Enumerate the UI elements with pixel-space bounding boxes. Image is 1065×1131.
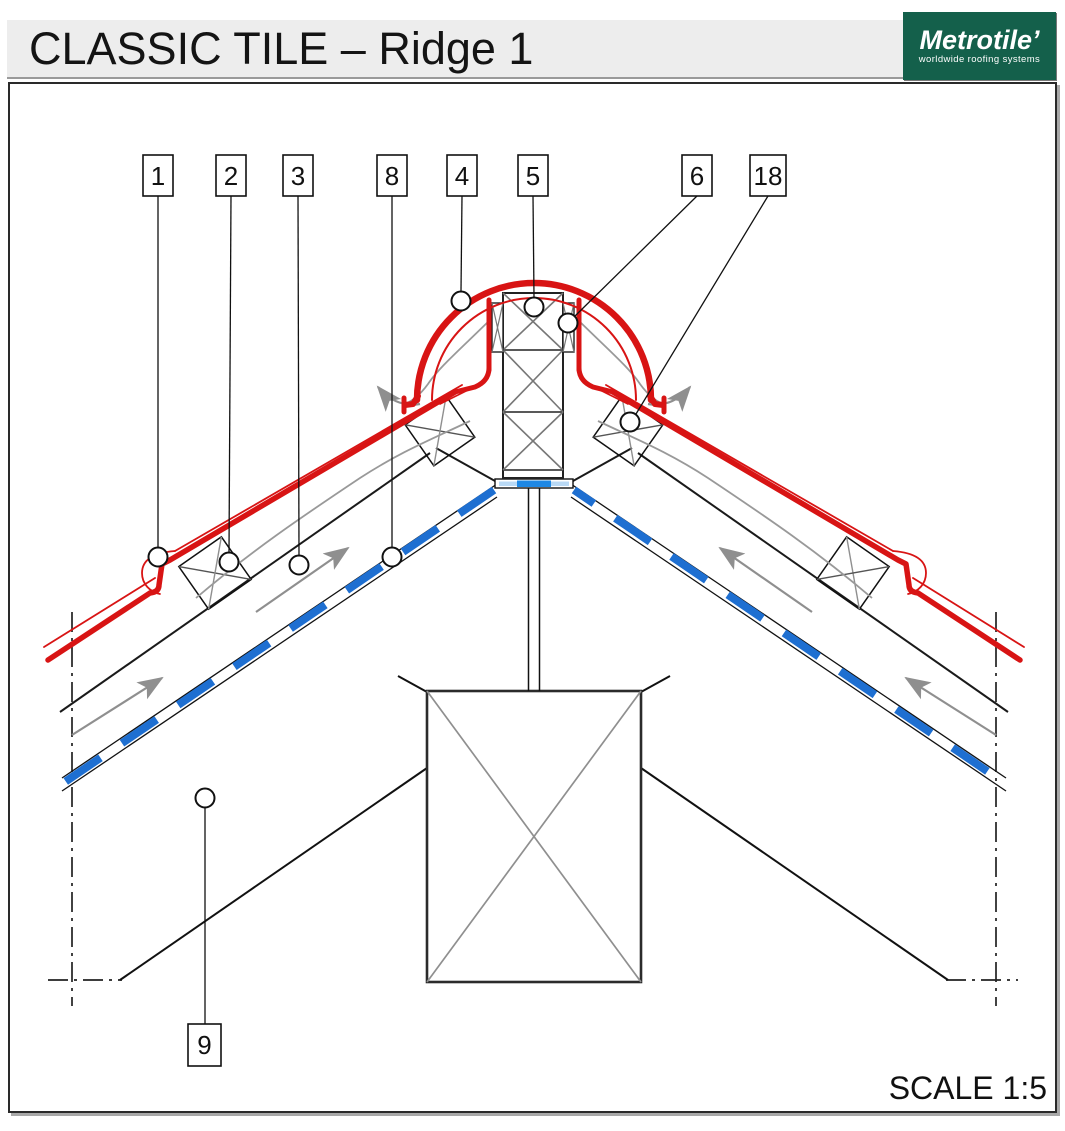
callout-18-label: 18 <box>754 161 783 191</box>
marker-18 <box>619 411 641 433</box>
scale-label: SCALE 1:5 <box>888 1070 1047 1106</box>
logo-wordmark: Metrotile <box>919 25 1032 55</box>
marker-3 <box>288 554 310 576</box>
counter-batten-lines <box>59 447 1009 713</box>
callout-boxes: 1 2 3 8 4 5 6 <box>142 154 787 1067</box>
callout-leaders <box>157 195 769 1024</box>
cap-skirt-inner-left <box>439 371 488 405</box>
marker-1 <box>147 546 169 568</box>
batten-right-mid <box>815 535 891 611</box>
callout-4-label: 4 <box>455 161 469 191</box>
membrane-right <box>571 486 1009 788</box>
callout-markers <box>147 290 641 809</box>
vent-drape-right <box>597 420 873 599</box>
ridge-strap <box>527 488 541 691</box>
sarking-end-left <box>435 447 496 482</box>
callout-2: 2 <box>215 154 247 197</box>
header-bar: CLASSIC TILE – Ridge 1 <box>7 20 903 79</box>
page-title: CLASSIC TILE – Ridge 1 <box>29 22 534 74</box>
beam-hatch <box>426 690 642 983</box>
callout-6: 6 <box>681 154 713 197</box>
ridge-post <box>491 292 575 479</box>
callout-5-label: 5 <box>526 161 540 191</box>
ridge-membrane-strip <box>494 478 574 489</box>
vent-arrow-left-upper <box>255 546 350 613</box>
vent-arrow-right-upper <box>718 546 813 613</box>
callout-3-label: 3 <box>291 161 305 191</box>
callout-9: 9 <box>187 1023 222 1067</box>
vent-drape-left <box>195 420 471 599</box>
membrane-left <box>59 486 497 788</box>
marker-2 <box>218 551 240 573</box>
marker-8 <box>381 546 403 568</box>
metrotile-logo: Metrotile’ worldwide roofing systems <box>903 12 1056 80</box>
ceiling-lines <box>119 675 949 981</box>
tile-left-thick <box>45 389 458 663</box>
marker-4 <box>450 290 472 312</box>
callout-4: 4 <box>446 154 478 197</box>
rafter-cut-left <box>397 675 428 693</box>
callout-3: 3 <box>282 154 314 197</box>
cap-skirt-inner-right <box>580 371 629 405</box>
callout-1-label: 1 <box>151 161 165 191</box>
tile-right-thick <box>610 389 1023 663</box>
rafter-cut-right <box>640 675 671 693</box>
cap-foot-left <box>402 393 421 408</box>
tile-right-thin <box>605 384 894 552</box>
underlay-membrane <box>59 483 1009 792</box>
sarking-end-right <box>572 447 633 482</box>
callout-18: 18 <box>749 154 787 197</box>
callout-5: 5 <box>517 154 549 197</box>
callout-8: 8 <box>376 154 408 197</box>
vent-arrow-right-lower <box>904 676 997 736</box>
callout-9-label: 9 <box>197 1030 211 1060</box>
ceiling-right <box>640 767 949 981</box>
vent-arrow-left-lower <box>71 676 164 736</box>
marker-6 <box>557 312 579 334</box>
marker-9 <box>194 787 216 809</box>
section-cut-lines <box>48 612 1018 1006</box>
counter-batten-right <box>637 452 1009 713</box>
ceiling-left <box>119 767 428 981</box>
cap-foot-right <box>647 393 666 408</box>
counter-batten-left <box>59 452 431 713</box>
logo-apostrophe-mark: ’ <box>1032 25 1040 55</box>
callout-6-label: 6 <box>690 161 704 191</box>
tile-right-thin-lower <box>912 577 1025 648</box>
tile-left-thin <box>174 384 463 552</box>
marker-5 <box>523 296 545 318</box>
tile-profiles <box>43 384 1025 663</box>
callout-8-label: 8 <box>385 161 399 191</box>
tile-left-thin-lower <box>43 577 156 648</box>
ridge-beam <box>425 689 643 984</box>
callout-2-label: 2 <box>224 161 238 191</box>
callout-1: 1 <box>142 154 174 197</box>
cap-fix-batten-left <box>491 302 504 353</box>
logo-tagline: worldwide roofing systems <box>918 54 1041 65</box>
batten-left-ridge <box>404 395 476 467</box>
tile-right-nose <box>892 550 927 595</box>
